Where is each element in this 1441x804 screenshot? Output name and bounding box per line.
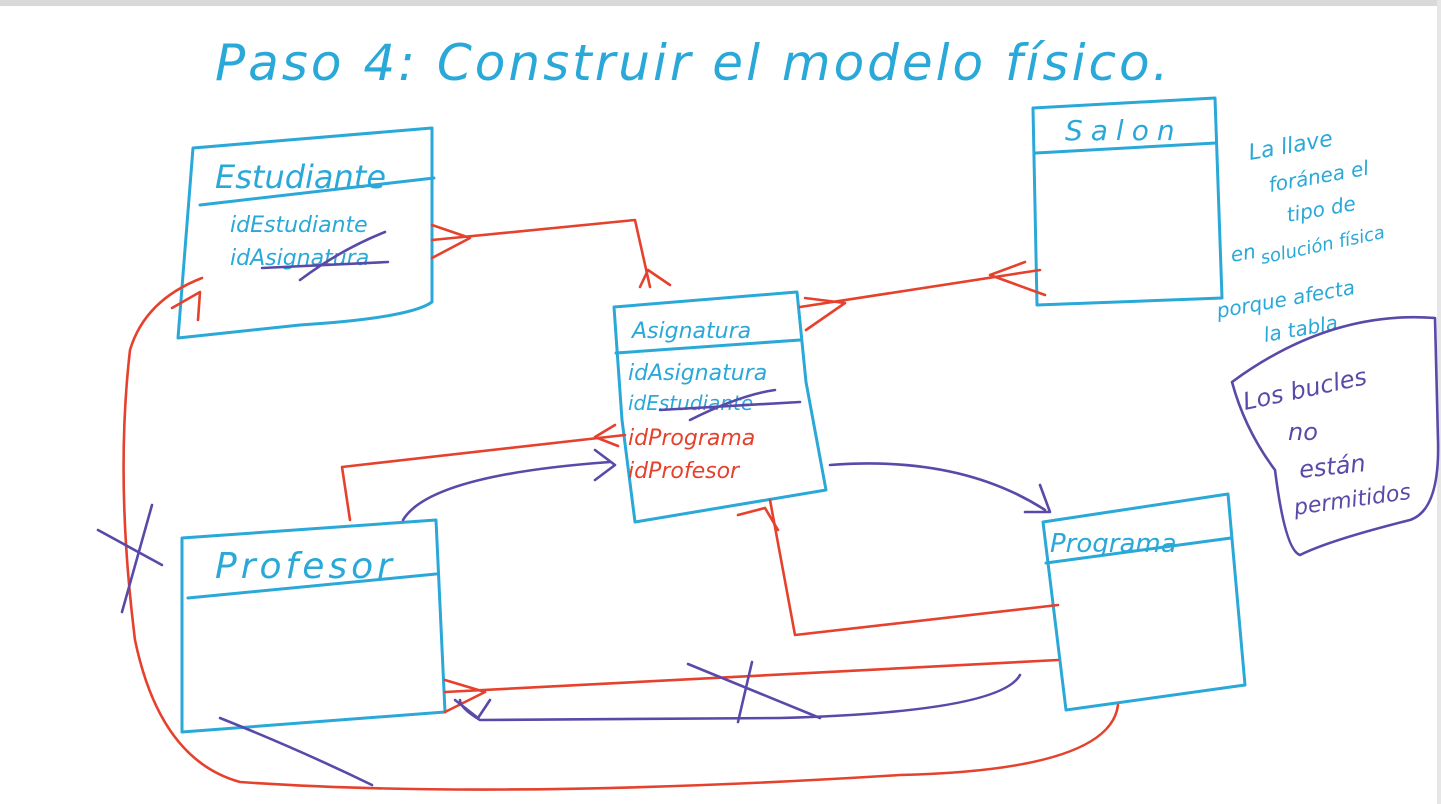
arrow-head (453, 698, 492, 720)
window-right-edge (1437, 0, 1441, 804)
crow-foot (736, 506, 780, 532)
entity-title: Estudiante (215, 158, 386, 196)
entity-header-divider (1034, 141, 1218, 155)
note-line: foránea el (1267, 156, 1371, 197)
relation-loop-programa-estudiante (122, 276, 1120, 791)
crow-foot (803, 260, 1047, 332)
cross-mark-left (96, 503, 164, 614)
relation-asignatura-salon (798, 268, 1042, 309)
note-bubble (1230, 315, 1440, 557)
entity-header-divider (1044, 536, 1233, 565)
entity-box (176, 126, 434, 340)
entity-field-struck: idEstudiante (628, 391, 753, 415)
entity-box (612, 290, 828, 524)
arc-profesor-asignatura (401, 460, 612, 522)
entity-profesor: Profesor (180, 518, 447, 734)
note-line: no (1288, 418, 1318, 446)
page-title: Paso 4: Construir el modelo físico. (215, 34, 1171, 92)
entity-title: Salon (1065, 114, 1183, 147)
relation-profesor-asignatura (340, 433, 627, 522)
entity-box (1031, 96, 1224, 307)
entity-title: Asignatura (630, 319, 751, 344)
entity-estudiante: Estudiante idEstudiante idAsignatura (176, 126, 436, 340)
relation-programa-profesor (443, 658, 1060, 694)
note-line: Los bucles (1240, 362, 1369, 416)
crow-foot (593, 423, 620, 448)
entity-asignatura: Asignatura idAsignatura idEstudiante idP… (612, 290, 828, 524)
loop-lines-purple (96, 448, 1052, 787)
crow-foot (443, 678, 487, 714)
crow-foot (170, 290, 202, 322)
entity-header-divider (614, 338, 802, 355)
entity-box (1041, 492, 1247, 712)
entity-title: Programa (1050, 529, 1177, 559)
note-line: permitidos (1291, 480, 1412, 521)
note-foreign-key: La llave foránea el tipo de en solución … (1214, 127, 1387, 347)
entity-programa: Programa (1041, 492, 1247, 712)
note-line: están (1298, 449, 1367, 484)
note-loops: Los bucles no están permitidos (1230, 315, 1440, 557)
arrow-head (593, 448, 617, 482)
entity-salon: Salon (1031, 96, 1224, 307)
note-line: La llave (1247, 127, 1335, 166)
note-line: en (1229, 239, 1258, 267)
entity-field: idProfesor (628, 459, 741, 484)
entity-field: idEstudiante (230, 213, 368, 238)
strike-through-mark (658, 388, 802, 422)
strike-through-mark (260, 230, 390, 282)
note-line: tipo de (1285, 191, 1358, 227)
cross-mark-bottom (686, 660, 822, 724)
entity-field: idAsignatura (628, 361, 767, 386)
note-line: solución física (1259, 222, 1387, 269)
arc-asignatura-programa (828, 462, 1047, 512)
relation-asignatura-programa (768, 498, 1060, 637)
entity-header-divider (198, 176, 436, 207)
entity-header-divider (186, 572, 438, 600)
entity-field: idPrograma (628, 426, 755, 451)
crow-foot (430, 223, 672, 289)
relationship-lines-red (122, 218, 1120, 791)
stray-stroke (218, 716, 374, 787)
window-top-edge (0, 0, 1441, 6)
relation-estudiante-asignatura (430, 218, 652, 289)
entity-title: Profesor (215, 546, 396, 587)
arrow-head (1023, 483, 1052, 514)
